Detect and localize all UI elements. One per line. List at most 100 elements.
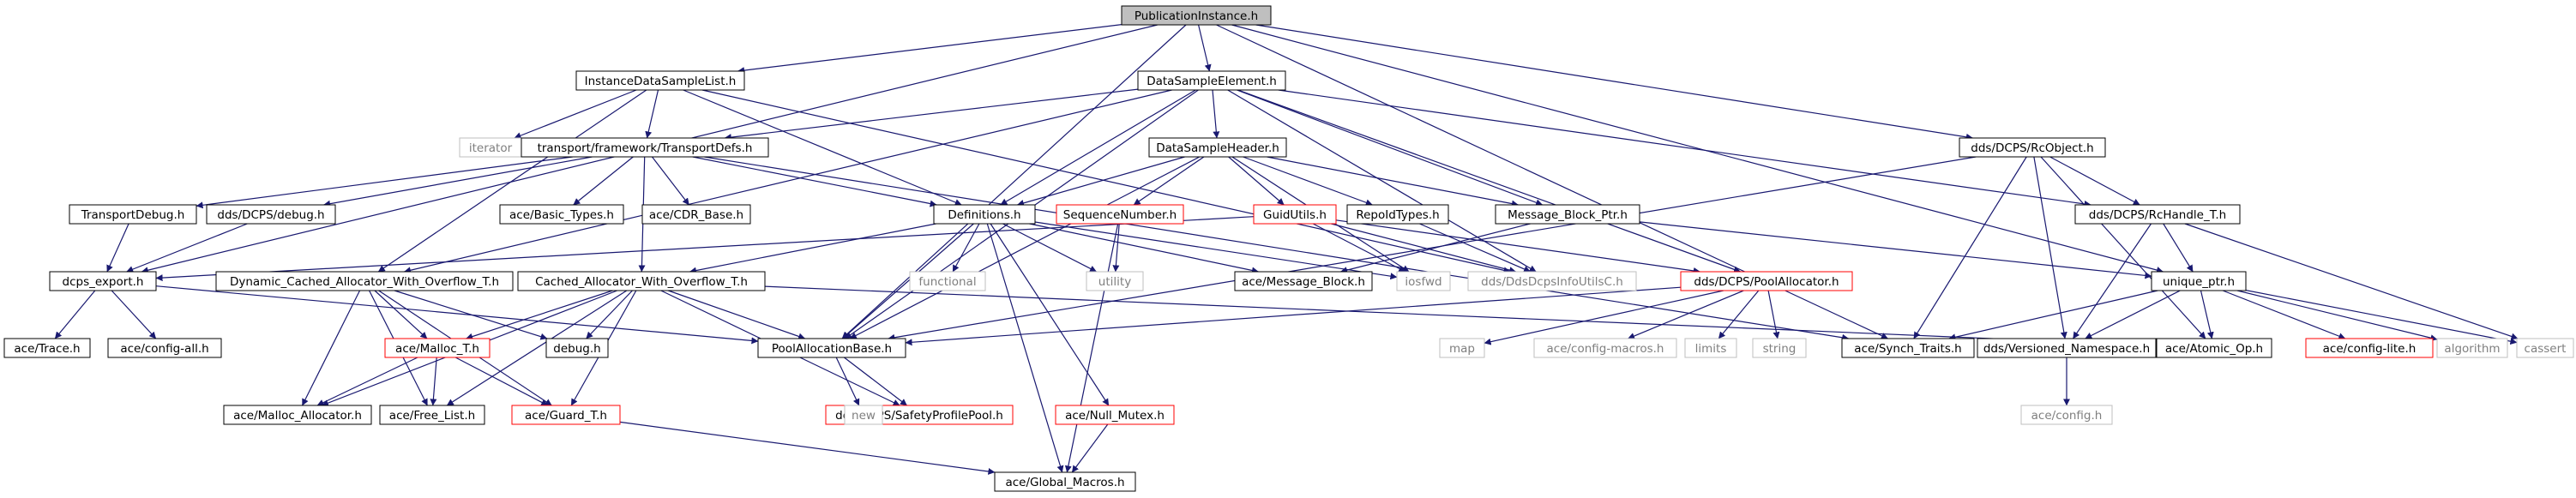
node-label: TransportDebug.h	[81, 208, 185, 222]
node-label: Cached_Allocator_With_Overflow_T.h	[535, 275, 748, 289]
node-box	[1234, 271, 1373, 291]
node-box	[49, 271, 157, 291]
node-box	[909, 271, 986, 291]
node-malloc-t[interactable]: ace/Malloc_T.h	[384, 338, 491, 358]
node-free-list[interactable]: ace/Free_List.h	[379, 405, 485, 425]
edge-pool_allocator-to-pool_allocation_base	[905, 286, 1682, 346]
node-label: GuidUtils.h	[1263, 208, 1327, 222]
node-dds-dcps-info-utils: dds/DdsDcpsInfoUtilsC.h	[1467, 271, 1637, 291]
edge-data_sample_element-to-dynamic_cached_allocator	[404, 89, 1172, 274]
edge-unique_ptr-to-synch_traits	[1948, 290, 2158, 341]
node-label: ace/Global_Macros.h	[1005, 476, 1124, 489]
node-pool-allocator[interactable]: dds/DCPS/PoolAllocator.h	[1680, 271, 1853, 291]
node-dcps-debug[interactable]: dds/DCPS/debug.h	[206, 204, 336, 225]
node-guard-t[interactable]: ace/Guard_T.h	[511, 405, 621, 425]
node-box	[3, 338, 91, 358]
node-algorithm: algorithm	[2436, 338, 2508, 358]
edge-rc_handle-to-versioned_namespace	[2073, 223, 2152, 339]
edge-transport_defs-to-definitions	[692, 156, 937, 207]
node-rc-object[interactable]: dds/DCPS/RcObject.h	[1959, 137, 2106, 158]
node-box	[2516, 338, 2574, 358]
edge-definitions-to-null_mutex	[990, 223, 1110, 406]
edge-rc_object-to-versioned_namespace	[2033, 156, 2067, 339]
edge-pool_allocator-to-limits	[1718, 290, 1760, 339]
node-config-lite[interactable]: ace/config-lite.h	[2305, 338, 2434, 358]
node-transport-defs[interactable]: transport/framework/TransportDefs.h	[521, 137, 769, 158]
node-label: DataSampleElement.h	[1147, 75, 1277, 88]
node-null-mutex[interactable]: ace/Null_Mutex.h	[1055, 405, 1175, 425]
node-unique-ptr[interactable]: unique_ptr.h	[2151, 271, 2247, 291]
node-instance-data-sample-list[interactable]: InstanceDataSampleList.h	[575, 70, 745, 91]
node-message-block-ptr[interactable]: Message_Block_Ptr.h	[1495, 204, 1640, 225]
node-label: ace/Trace.h	[14, 342, 80, 356]
node-message-block[interactable]: ace/Message_Block.h	[1234, 271, 1373, 291]
node-publication-instance[interactable]: PublicationInstance.h	[1121, 5, 1272, 26]
node-box	[2074, 204, 2241, 225]
node-cdr-base[interactable]: ace/CDR_Base.h	[641, 204, 751, 225]
node-ace-trace[interactable]: ace/Trace.h	[3, 338, 91, 358]
header-nodes: PublicationInstance.hInstanceDataSampleL…	[3, 5, 2574, 492]
edge-message_block_ptr-to-unique_ptr	[1639, 221, 2152, 279]
edge-unique_ptr-to-versioned_namespace	[2085, 290, 2181, 339]
edge-publication_instance-to-rc_object	[1255, 24, 1973, 141]
edge-malloc_t-to-malloc_allocator	[316, 357, 418, 406]
node-malloc-allocator[interactable]: ace/Malloc_Allocator.h	[223, 405, 372, 425]
edge-dcps_export-to-ace_trace	[54, 290, 96, 339]
edge-dynamic_cached_allocator-to-debug_h	[394, 290, 548, 340]
node-global-macros[interactable]: ace/Global_Macros.h	[994, 471, 1136, 492]
node-rc-handle[interactable]: dds/DCPS/RcHandle_T.h	[2074, 204, 2241, 225]
node-label: limits	[1695, 342, 1727, 356]
node-label: dds/DdsDcpsInfoUtilsC.h	[1481, 275, 1623, 289]
node-box	[1055, 405, 1175, 425]
edge-unique_ptr-to-cassert	[2245, 290, 2518, 345]
node-dcps-export[interactable]: dcps_export.h	[49, 271, 157, 291]
node-versioned-namespace[interactable]: dds/Versioned_Namespace.h	[1977, 338, 2157, 358]
node-config-macros: ace/config-macros.h	[1533, 338, 1677, 358]
node-cached-allocator[interactable]: Cached_Allocator_With_Overflow_T.h	[517, 271, 766, 291]
node-data-sample-element[interactable]: DataSampleElement.h	[1137, 70, 1286, 91]
node-definitions[interactable]: Definitions.h	[933, 204, 1036, 225]
node-label: PoolAllocationBase.h	[772, 342, 892, 356]
node-data-sample-header[interactable]: DataSampleHeader.h	[1148, 137, 1287, 158]
edge-instance_data_sample_list-to-dds_dcps_info_utils	[701, 89, 1511, 274]
edge-instance_data_sample_list-to-dynamic_cached_allocator	[377, 89, 647, 273]
edge-guard_t-to-global_macros	[619, 421, 996, 475]
edge-pool_allocation_base-to-new	[835, 357, 860, 406]
edge-publication_instance-to-data_sample_element	[1198, 24, 1212, 72]
node-label: dds/DCPS/PoolAllocator.h	[1694, 275, 1839, 289]
node-synch-traits[interactable]: ace/Synch_Traits.h	[1841, 338, 1975, 358]
edge-instance_data_sample_list-to-transport_defs	[645, 89, 659, 139]
node-iosfwd: iosfwd	[1396, 271, 1451, 291]
node-label: ace/Malloc_Allocator.h	[233, 409, 362, 423]
node-box	[2436, 338, 2508, 358]
edge-data_sample_element-to-pool_allocator	[1237, 89, 1741, 273]
node-repoid-types[interactable]: RepoIdTypes.h	[1346, 204, 1449, 225]
edge-guid_utils-to-iosfwd	[1312, 223, 1406, 273]
node-label: Definitions.h	[948, 208, 1020, 222]
node-functional: functional	[909, 271, 986, 291]
edge-unique_ptr-to-atomic_op	[2200, 290, 2214, 339]
node-label: DataSampleHeader.h	[1156, 141, 1279, 155]
node-atomic-op[interactable]: ace/Atomic_Op.h	[2156, 338, 2272, 358]
node-cassert: cassert	[2516, 338, 2574, 358]
node-basic-types[interactable]: ace/Basic_Types.h	[499, 204, 624, 225]
node-sequence-number[interactable]: SequenceNumber.h	[1056, 204, 1184, 225]
node-box	[384, 338, 491, 358]
edge-rc_object-to-synch_traits	[1913, 156, 2027, 339]
edge-instance_data_sample_list-to-definitions	[683, 89, 962, 206]
edge-data_sample_element-to-definitions	[1000, 89, 1196, 206]
node-config-all[interactable]: ace/config-all.h	[107, 338, 222, 358]
node-transport-debug[interactable]: TransportDebug.h	[69, 204, 197, 225]
node-box	[933, 204, 1036, 225]
node-box	[107, 338, 222, 358]
edge-pool_allocation_base-to-safety_profile_pool	[844, 357, 907, 406]
node-label: dds/DCPS/RcHandle_T.h	[2089, 208, 2226, 222]
node-debug-h[interactable]: debug.h	[545, 338, 609, 358]
edge-data_sample_element-to-data_sample_header	[1212, 89, 1220, 139]
node-pool-allocation-base[interactable]: PoolAllocationBase.h	[757, 338, 906, 358]
node-box	[1684, 338, 1737, 358]
edge-data_sample_header-to-message_block_ptr	[1267, 156, 1519, 207]
node-guid-utils[interactable]: GuidUtils.h	[1253, 204, 1337, 225]
node-dynamic-cached-allocator[interactable]: Dynamic_Cached_Allocator_With_Overflow_T…	[215, 271, 514, 291]
edge-data_sample_header-to-sequence_number	[1133, 156, 1205, 206]
